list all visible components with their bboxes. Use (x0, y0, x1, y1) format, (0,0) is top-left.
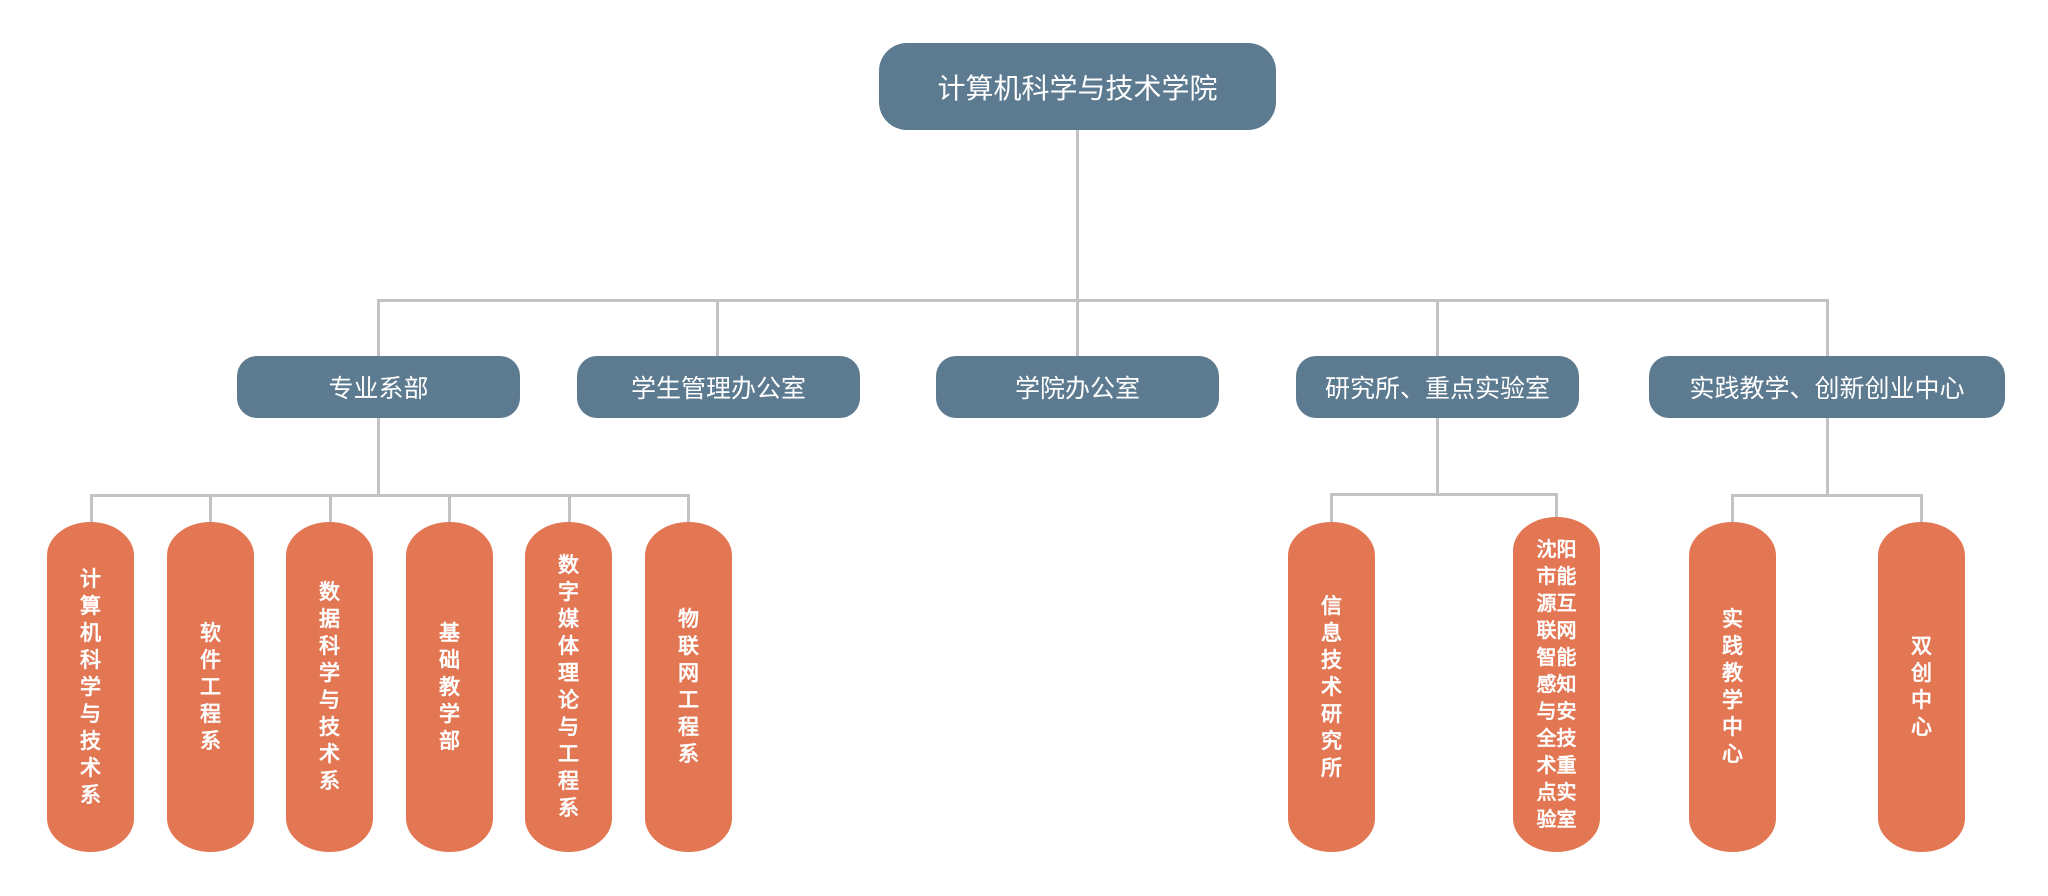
root-label: 计算机科学与技术学院 (937, 71, 1218, 105)
connector-dept-0-stem (377, 418, 380, 497)
dept-label: 学生管理办公室 (630, 374, 806, 403)
root-node: 计算机科学与技术学院 (879, 43, 1276, 130)
unit-label: 软件工程系 (200, 620, 221, 753)
dept-node-student-affairs-office: 学生管理办公室 (577, 356, 860, 418)
connector-dept-4 (1826, 299, 1829, 357)
connector-dept-bus (377, 299, 1828, 302)
connector-dept-3 (1436, 299, 1439, 357)
connector-unit-0-3 (448, 494, 451, 524)
unit-node-innovation-entrepreneurship-center: 双创中心 (1878, 522, 1965, 852)
unit-label: 基础教学部 (439, 620, 460, 753)
connector-unit-0-0 (90, 494, 93, 524)
connector-unit-4-1 (1920, 494, 1923, 524)
dept-label: 研究所、重点实验室 (1324, 374, 1550, 403)
unit-label: 实践教学中心 (1722, 607, 1743, 766)
dept-node-practice-innovation-center: 实践教学、创新创业中心 (1649, 356, 2005, 418)
connector-unit-4-0 (1731, 494, 1734, 524)
connector-dept-4-stem (1826, 418, 1829, 497)
unit-node-digital-media-dept: 数字媒体理论与工程系 (525, 522, 612, 852)
unit-node-basic-teaching-dept: 基础教学部 (406, 522, 493, 852)
unit-node-shenyang-energy-internet-lab: 沈阳市能源互联网智能感知与安全技术重点实验室 (1513, 517, 1600, 852)
connector-dept-2 (1076, 299, 1079, 357)
unit-label: 数据科学与技术系 (319, 580, 340, 793)
unit-label: 沈阳市能源互联网智能感知与安全技术重点实验室 (1536, 537, 1577, 831)
dept-label: 实践教学、创新创业中心 (1689, 374, 1965, 403)
unit-node-it-research-institute: 信息技术研究所 (1288, 522, 1375, 852)
connector-unit-0-4 (568, 494, 571, 524)
dept-node-research-institutes-labs: 研究所、重点实验室 (1296, 356, 1579, 418)
unit-label: 数字媒体理论与工程系 (558, 553, 579, 820)
connector-dept-4-bus (1731, 494, 1923, 497)
connector-dept-3-stem (1436, 418, 1439, 496)
unit-node-data-science-dept: 数据科学与技术系 (286, 522, 373, 852)
unit-node-practice-teaching-center: 实践教学中心 (1689, 522, 1776, 852)
unit-label: 物联网工程系 (678, 607, 699, 766)
dept-label: 专业系部 (328, 374, 429, 403)
unit-label: 信息技术研究所 (1321, 593, 1342, 780)
dept-label: 学院办公室 (1014, 374, 1140, 403)
connector-unit-0-5 (687, 494, 690, 524)
unit-node-iot-engineering-dept: 物联网工程系 (645, 522, 732, 852)
connector-dept-3-bus (1330, 493, 1558, 496)
connector-unit-0-2 (329, 494, 332, 524)
unit-node-computer-science-dept: 计算机科学与技术系 (47, 522, 134, 852)
dept-node-professional-departments: 专业系部 (237, 356, 520, 418)
unit-label: 计算机科学与技术系 (80, 566, 101, 807)
unit-label: 双创中心 (1911, 634, 1932, 739)
connector-dept-1 (716, 299, 719, 357)
connector-unit-3-1 (1555, 493, 1558, 517)
dept-node-college-office: 学院办公室 (936, 356, 1219, 418)
connector-dept-0-bus (90, 494, 690, 497)
unit-node-software-engineering-dept: 软件工程系 (167, 522, 254, 852)
connector-unit-0-1 (209, 494, 212, 524)
connector-root-stem (1076, 128, 1079, 302)
connector-unit-3-0 (1330, 493, 1333, 524)
connector-dept-0 (377, 299, 380, 357)
